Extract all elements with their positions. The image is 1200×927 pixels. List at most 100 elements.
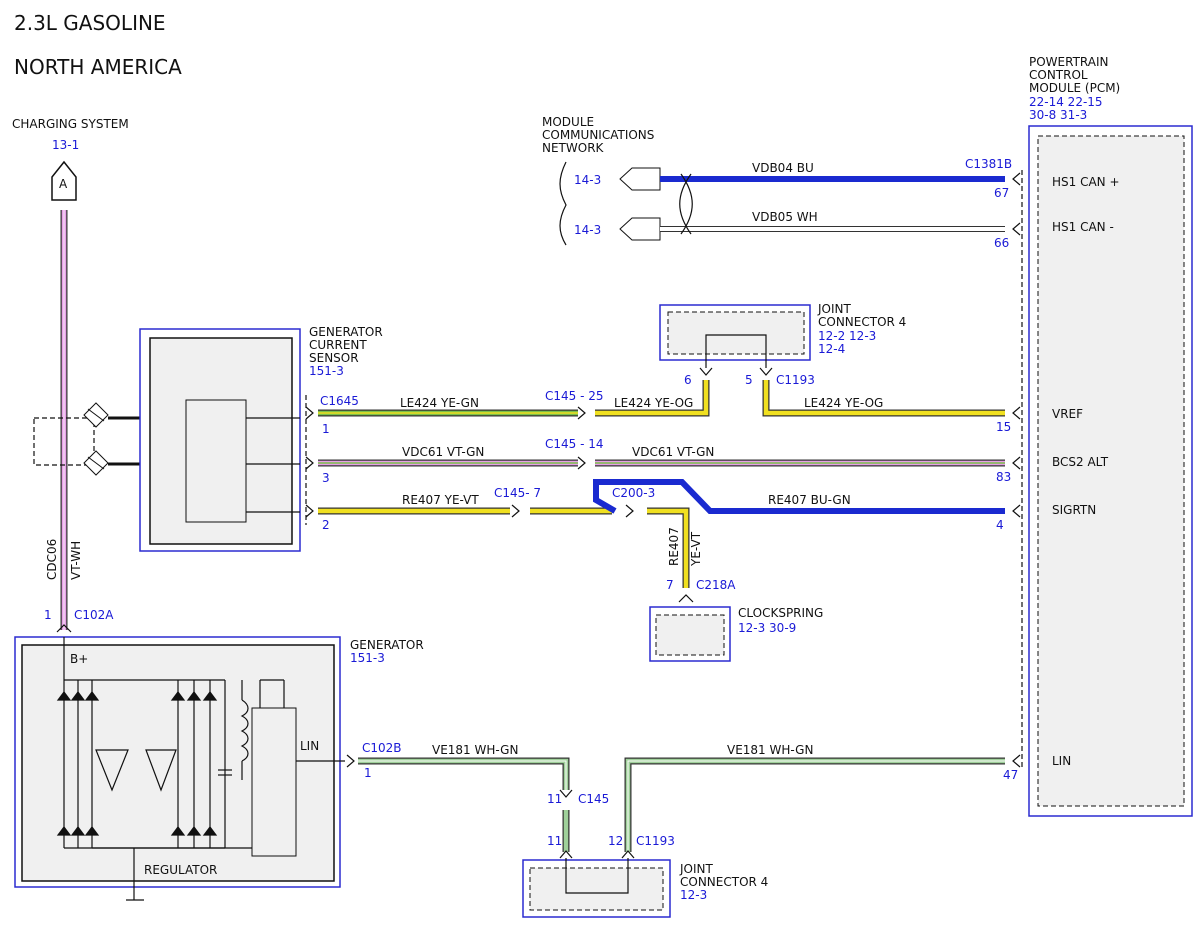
c102b-pin: 1 (364, 766, 372, 780)
charging-system-ref: 13-1 (52, 138, 79, 152)
pin-hs1-plus-label: HS1 CAN + (1052, 175, 1120, 189)
clockspring-refs: 12-3 30-9 (738, 621, 796, 635)
sensor-pin-1: 1 (322, 422, 330, 436)
pin-hs1-minus-label: HS1 CAN - (1052, 220, 1114, 234)
clockspring-pin: 7 (666, 578, 674, 592)
clockspring-arrow-icon (678, 594, 694, 603)
sensor-title-3: SENSOR (309, 351, 359, 365)
wire-le424-a-label: LE424 YE-GN (400, 396, 479, 410)
re407-arrow-2-icon (511, 504, 520, 518)
joint-top-inner (667, 311, 805, 355)
wire-cdc06-color: VT-WH (69, 541, 83, 580)
hs1-plus-pin: 67 (994, 186, 1009, 200)
joint-top-refs-1: 12-2 12-3 (818, 329, 876, 343)
joint-bottom-pin-11: 11 (547, 834, 562, 848)
vref-pin: 15 (996, 420, 1011, 434)
joint-top-title-1: JOINT (817, 302, 852, 316)
clockspring-inner (655, 614, 725, 656)
network-connector-bottom-icon (619, 217, 661, 241)
le424-arrow-2-icon (577, 406, 586, 420)
rectifier-icon (56, 679, 285, 901)
joint-bottom-ref: 12-3 (680, 888, 707, 902)
pcm-refs-2: 30-8 31-3 (1029, 108, 1087, 122)
joint-top-pin-5: 5 (745, 373, 753, 387)
pcm-connector-label: C1381B (965, 157, 1012, 171)
wire-re407-b (593, 479, 1005, 514)
hs1-minus-arrow-icon (1012, 222, 1021, 236)
joint-bottom-bridge (565, 858, 629, 894)
vdc61-arrow-2-icon (577, 456, 586, 470)
network-ref-top: 14-3 (574, 173, 601, 187)
wire-vdc61-a-label: VDC61 VT-GN (402, 445, 484, 459)
sigrtn-arrow-icon (1012, 504, 1021, 518)
wire-cdc06-label: CDC06 (45, 539, 59, 580)
wire-ve181-a-label: VE181 WH-GN (432, 743, 518, 757)
generator-bplus: B+ (70, 652, 88, 666)
wire-re407-vertical-color: YE-VT (689, 531, 703, 567)
clockspring-title: CLOCKSPRING (738, 606, 823, 620)
wire-ve181-b (624, 757, 1005, 852)
joint-bottom-pin-12: 12 (608, 834, 623, 848)
network-title-1: MODULE (542, 115, 594, 129)
generator-lin-label: LIN (300, 739, 319, 753)
joint-bottom-arrow-12-icon (621, 850, 635, 859)
sensor-internal-wires (246, 417, 300, 513)
wire-le424-b (595, 380, 710, 417)
c145-25-label: C145 - 25 (545, 389, 604, 403)
network-connector-top-icon (619, 167, 661, 191)
joint-top-pin-6: 6 (684, 373, 692, 387)
joint-bottom-title-1: JOINT (679, 862, 714, 876)
joint-top-bridge (705, 334, 767, 368)
network-title-3: NETWORK (542, 141, 605, 155)
joint-bottom-connector: C1193 (636, 834, 675, 848)
sensor-connector: C1645 (320, 394, 359, 408)
clockspring-connector: C218A (696, 578, 736, 592)
joint-top-connector: C1193 (776, 373, 815, 387)
pcm-inner (1037, 135, 1185, 807)
c102a-arrow-icon (56, 624, 72, 633)
pcm-title-1: POWERTRAIN (1029, 55, 1109, 69)
hs1-plus-arrow-icon (1012, 172, 1021, 186)
sensor-ref: 151-3 (309, 364, 344, 378)
pin-vref-label: VREF (1052, 407, 1083, 421)
sensor-shield (33, 402, 140, 476)
vdc61-arrow-1-icon (305, 456, 314, 470)
joint-bottom-arrow-11-icon (559, 850, 573, 859)
wire-vdb05-label: VDB05 WH (752, 210, 818, 224)
c102b-arrow-icon (346, 754, 355, 768)
network-brace (559, 161, 567, 246)
wire-le424-c (762, 380, 1005, 417)
wire-le424-b-label: LE424 YE-OG (614, 396, 693, 410)
c145-label: C145 (578, 792, 609, 806)
hs1-minus-pin: 66 (994, 236, 1009, 250)
sensor-title-2: CURRENT (309, 338, 367, 352)
pin-lin-label: LIN (1052, 754, 1071, 768)
wire-vdc61-b-label: VDC61 VT-GN (632, 445, 714, 459)
re407-arrow-1-icon (305, 504, 314, 518)
c102a-pin: 1 (44, 608, 52, 622)
pcm-refs-1: 22-14 22-15 (1029, 95, 1103, 109)
bcs2-arrow-icon (1012, 456, 1021, 470)
joint-top-refs-2: 12-4 (818, 342, 845, 356)
wire-vdb04-label: VDB04 BU (752, 161, 814, 175)
lin-arrow-icon (1012, 754, 1021, 768)
sensor-core (185, 399, 247, 523)
joint-bottom-title-2: CONNECTOR 4 (680, 875, 768, 889)
pcm-title-3: MODULE (PCM) (1029, 81, 1120, 95)
sensor-pin-2: 2 (322, 518, 330, 532)
joint-top-title-2: CONNECTOR 4 (818, 315, 906, 329)
c102a-label: C102A (74, 608, 114, 622)
wire-ve181-a (358, 757, 570, 852)
generator-title: GENERATOR (350, 638, 424, 652)
re407-arrow-3-icon (625, 504, 634, 518)
sigrtn-pin: 4 (996, 518, 1004, 532)
header-region: NORTH AMERICA (14, 55, 182, 79)
sensor-pin-3: 3 (322, 471, 330, 485)
twisted-pair-icon (679, 173, 693, 235)
charging-system-label: CHARGING SYSTEM (12, 117, 129, 131)
c145-14-label: C145 - 14 (545, 437, 604, 451)
c102b-label: C102B (362, 741, 402, 755)
regulator-label: REGULATOR (144, 863, 217, 877)
bcs2-pin: 83 (996, 470, 1011, 484)
